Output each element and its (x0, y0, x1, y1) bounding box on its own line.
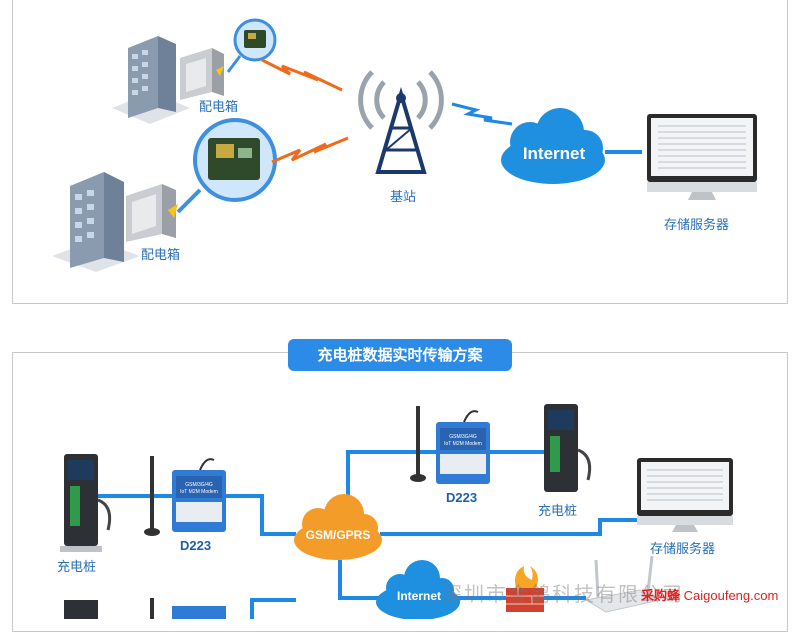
internet-label-2: Internet (396, 589, 441, 603)
signal-bolt-2 (271, 136, 349, 164)
base-station-tower-icon (358, 70, 444, 174)
charging-pile-icon-1 (60, 454, 112, 552)
top-diagram-graphics (52, 18, 757, 272)
storage-server-label: 存储服务器 (664, 218, 730, 233)
device-label-2: D223 (446, 490, 478, 505)
antenna-icon-1 (144, 456, 160, 536)
building-icon-1 (112, 36, 190, 124)
antenna-icon-2 (410, 406, 426, 482)
modem-device-icon-1: GSM/3G/4G IoT M2M Modem (172, 458, 226, 532)
distribution-box-icon-1 (180, 48, 224, 100)
device-magnifier-2 (176, 118, 277, 214)
charging-pile-label-2: 充电桩 (538, 504, 578, 519)
storage-server-monitor-icon (647, 114, 757, 200)
modem2-text-line2: IoT M2M Modem (444, 441, 482, 447)
gsm-label: GSM/GPRS (305, 528, 371, 542)
router-icon (584, 555, 662, 613)
line-modem1-gsm (226, 494, 296, 536)
device-label-1: D223 (180, 538, 212, 553)
watermark-site: 采购蜂 Caigoufeng.com (641, 585, 778, 604)
modem2-text-line1: GSM/3G/4G (449, 434, 477, 440)
gsm-cloud-icon (294, 494, 382, 560)
modem1-text-line1: GSM/3G/4G (185, 482, 213, 488)
charging-pile-label-1: 充电桩 (57, 560, 97, 575)
distribution-box-icon-2 (126, 184, 178, 242)
line-gsm-server (380, 518, 680, 536)
firewall-icon (506, 566, 544, 612)
modem-device-icon-2: GSM/3G/4G IoT M2M Modem (436, 410, 490, 484)
diagram-title: 充电桩数据实时传输方案 (288, 339, 512, 371)
internet-label: Internet (522, 144, 586, 163)
internet-cloud-icon-2 (376, 560, 460, 619)
modem-device-icon-3 (172, 606, 226, 619)
distribution-box-label-1: 配电箱 (199, 100, 239, 115)
bottom-diagram-graphics: GSM/3G/4G IoT M2M Modem GSM/3G/4G IoT M2… (60, 404, 733, 619)
charging-pile-icon-2 (544, 404, 592, 492)
watermark-company: 深圳市金鸽科技有限公司 (442, 582, 684, 606)
watermark-site-name: 采购蜂 (641, 588, 681, 603)
internet-cloud-icon (501, 108, 605, 184)
modem1-text-line2: IoT M2M Modem (180, 489, 218, 495)
signal-bolt-1 (261, 58, 343, 92)
storage-server-monitor-icon-2 (637, 458, 733, 532)
line-lower-left (250, 598, 296, 619)
base-station-label: 基站 (390, 190, 417, 205)
charging-pile-icon-3 (64, 600, 98, 619)
line-gsm-internet (338, 560, 380, 600)
building-icon-2 (52, 172, 140, 272)
watermark-site-url: Caigoufeng.com (683, 588, 779, 603)
signal-bolt-3 (451, 102, 513, 126)
device-magnifier-1 (226, 18, 277, 73)
distribution-box-label-2: 配电箱 (141, 248, 181, 263)
storage-server-label-2: 存储服务器 (650, 542, 716, 557)
